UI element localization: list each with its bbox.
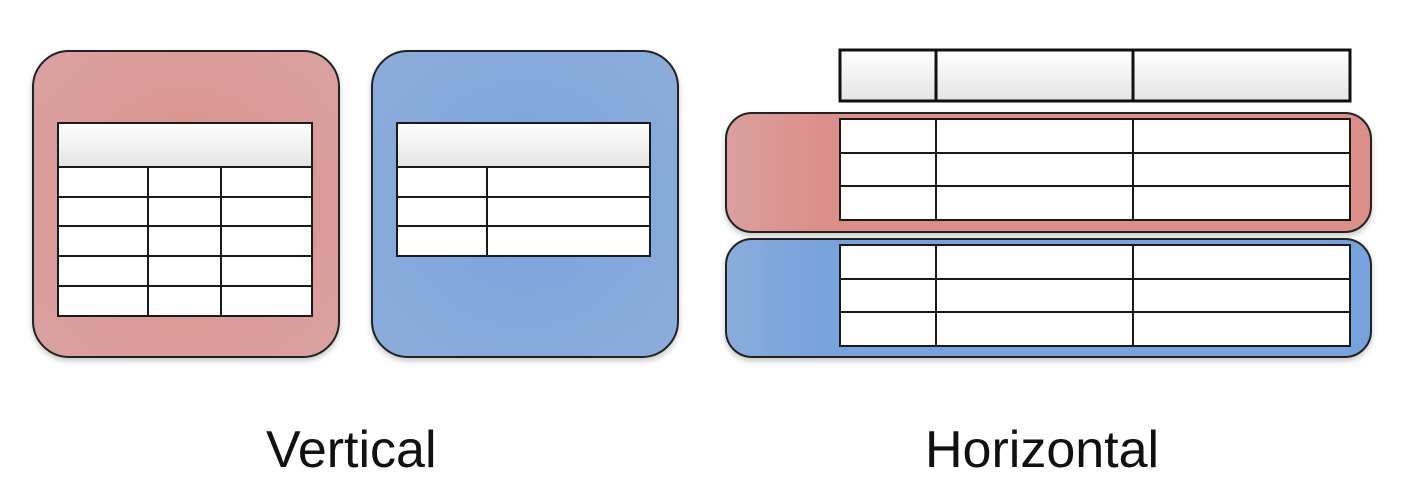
table-header xyxy=(396,122,651,168)
table-body xyxy=(57,166,313,317)
horizontal-header xyxy=(838,48,1352,103)
header-bar xyxy=(838,48,1352,103)
vertical-red-partition xyxy=(32,50,340,358)
vertical-blue-partition xyxy=(371,50,679,358)
blue-shard-table xyxy=(839,244,1351,347)
table-header xyxy=(57,122,313,168)
red-partition-table xyxy=(57,122,313,317)
vertical-caption: Vertical xyxy=(266,421,437,479)
partitioning-diagram xyxy=(32,48,1372,358)
table-body xyxy=(839,244,1351,347)
table-body xyxy=(396,166,651,257)
horizontal-red-shard xyxy=(725,112,1372,233)
red-shard-table xyxy=(839,118,1351,221)
blue-partition-table xyxy=(396,122,651,257)
horizontal-caption: Horizontal xyxy=(925,421,1160,479)
table-body xyxy=(839,118,1351,221)
horizontal-blue-shard xyxy=(725,238,1372,358)
